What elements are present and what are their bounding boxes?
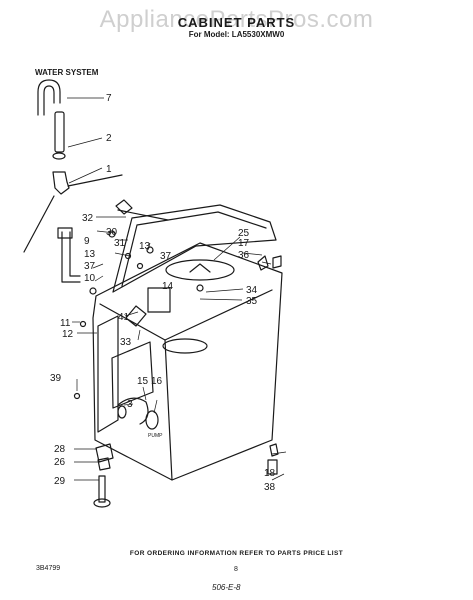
page-number: 8: [234, 566, 238, 573]
hose-connector-part: [52, 171, 70, 195]
watermark-text: AppliancePartsPros.com: [99, 6, 374, 33]
callout-9: 9: [84, 236, 90, 247]
callout-3: 3: [127, 399, 133, 410]
callout-30: 30: [106, 227, 118, 238]
callout-7: 7: [106, 93, 112, 104]
callout-37-left: 37: [84, 261, 96, 272]
pump-hose: [117, 397, 149, 425]
leg-part: [98, 475, 106, 503]
section-label-water-system: WATER SYSTEM: [35, 68, 99, 77]
document-number: 3B4799: [36, 565, 61, 572]
callout-15: 15: [137, 376, 149, 387]
callout-1: 1: [106, 164, 112, 175]
callout-33: 33: [120, 337, 132, 348]
callout-2: 2: [106, 133, 112, 144]
callout-10: 10: [84, 273, 96, 284]
callout-14: 14: [162, 281, 174, 292]
callout-34: 34: [246, 285, 258, 296]
callout-26: 26: [54, 457, 66, 468]
callout-37-right: 37: [160, 251, 172, 262]
cabinet-body: [92, 242, 283, 481]
callout-38: 38: [264, 482, 276, 493]
callout-28: 28: [54, 444, 66, 455]
drain-hose-part: [37, 79, 61, 116]
callout-36: 36: [238, 250, 250, 261]
side-panel: [97, 315, 119, 433]
callout-32: 32: [82, 213, 94, 224]
callout-31: 31: [114, 238, 126, 249]
ordering-note: FOR ORDERING INFORMATION REFER TO PARTS …: [129, 550, 344, 557]
callout-17: 17: [238, 238, 250, 249]
callout-35: 35: [246, 296, 258, 307]
callout-25: 25: [238, 228, 250, 239]
handwritten-code: 506-E-8: [212, 583, 241, 592]
callout-41: 41: [118, 312, 130, 323]
callout-39: 39: [50, 373, 62, 384]
callout-13-left: 13: [84, 249, 96, 260]
callout-13-right: 13: [139, 241, 151, 252]
top-frame: [112, 204, 277, 293]
pump-label: PUMP: [148, 433, 163, 439]
callout-12: 12: [62, 329, 74, 340]
callout-18: 18: [264, 468, 276, 479]
model-subtitle: For Model: LA5530XMW0: [188, 30, 285, 39]
page-title: CABINET PARTS: [177, 15, 296, 30]
callout-16: 16: [151, 376, 163, 387]
inlet-tube-part: [54, 111, 65, 153]
callout-11: 11: [60, 318, 71, 329]
callout-29: 29: [54, 476, 66, 487]
